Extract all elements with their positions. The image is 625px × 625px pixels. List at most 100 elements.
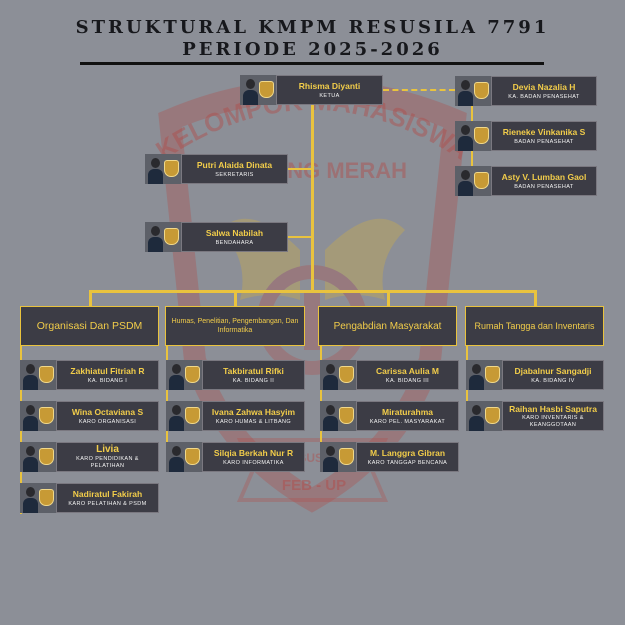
member-name: Ivana Zahwa Hasyim (211, 406, 296, 417)
division-header-1: Organisasi Dan PSDM (20, 306, 159, 346)
kmpm-logo-icon (185, 366, 200, 383)
member-name: Zakhiatul Fitriah R (70, 365, 145, 376)
member-photo (240, 75, 276, 105)
member-photo (20, 442, 56, 472)
member-photo (166, 401, 202, 431)
member-name: Rieneke Vinkanika S (502, 126, 586, 137)
member-name: Carissa Aulia M (376, 365, 439, 376)
member-role: BENDAHARA (215, 239, 254, 246)
member-photo (455, 166, 491, 196)
member-photo (20, 483, 56, 513)
member-role: KETUA (319, 92, 340, 99)
member-name: Putri Alaida Dinata (196, 159, 273, 170)
kmpm-logo-icon (485, 407, 500, 424)
kmpm-logo-icon (164, 228, 179, 245)
title-underline (80, 62, 544, 65)
kmpm-logo-icon (339, 366, 354, 383)
connector-bendahara (287, 236, 313, 238)
connector-division-3 (387, 290, 390, 306)
division-title: Organisasi Dan PSDM (36, 320, 143, 332)
member-photo (320, 401, 356, 431)
member-name: Miraturahma (381, 406, 433, 417)
emblem-banner-text: FEB - UP (282, 477, 346, 494)
emblem-wing-right (325, 218, 405, 300)
division-title: Rumah Tangga dan Inventaris (474, 320, 595, 331)
member-photo (20, 360, 56, 390)
member-role: BADAN PENASEHAT (514, 183, 574, 190)
division-title: Pengabdian Masyarakat (333, 320, 442, 332)
member-role: KA. BIDANG IV (531, 377, 575, 384)
member-name: Wina Octaviana S (71, 406, 144, 417)
member-role: SEKRETARIS (215, 171, 254, 178)
member-photo (455, 76, 491, 106)
kmpm-logo-icon (39, 366, 54, 383)
member-name: Asty V. Lumban Gaol (501, 171, 587, 182)
member-role: KA. BIDANG I (87, 377, 128, 384)
division-header-2: Humas, Penelitian, Pengembangan, Dan Inf… (165, 306, 305, 346)
member-name: Djabalnur Sangadji (514, 365, 592, 376)
connector-division-4 (534, 290, 537, 306)
member-name: Rhisma Diyanti (298, 80, 361, 91)
kmpm-logo-icon (339, 407, 354, 424)
division-title: Humas, Penelitian, Pengembangan, Dan Inf… (171, 318, 299, 334)
kmpm-logo-icon (474, 127, 489, 144)
member-photo (320, 360, 356, 390)
member-photo (166, 442, 202, 472)
kmpm-logo-icon (185, 407, 200, 424)
member-name: Salwa Nabilah (205, 227, 264, 238)
member-photo (466, 401, 502, 431)
member-photo (145, 154, 181, 184)
member-role: KARO INVENTARIS & KEANGGOTAAN (522, 414, 584, 428)
connector-division-1 (89, 290, 92, 306)
member-role: KA. BIDANG II (232, 377, 275, 384)
kmpm-logo-icon (485, 366, 500, 383)
member-name: Raihan Hasbi Saputra (509, 403, 597, 414)
member-role: BADAN PENASEHAT (514, 138, 574, 145)
kmpm-logo-icon (474, 82, 489, 99)
connector-trunk (311, 105, 314, 291)
member-name: Takbiratul Rifki (223, 365, 284, 376)
member-name: Nadiratul Fakirah (72, 488, 143, 499)
member-role: KA. BIDANG III (385, 377, 430, 384)
connector-division-2 (234, 290, 237, 306)
member-name: M. Langgra Gibran (369, 447, 446, 458)
member-photo (166, 360, 202, 390)
kmpm-logo-icon (39, 407, 54, 424)
member-photo (455, 121, 491, 151)
member-photo (20, 401, 56, 431)
kmpm-logo-icon (185, 448, 200, 465)
member-role: KARO HUMAS & LITBANG (215, 418, 292, 425)
kmpm-logo-icon (39, 448, 54, 465)
division-header-4: Rumah Tangga dan Inventaris (465, 306, 604, 346)
member-role: KARO ORGANISASI (78, 418, 137, 425)
connector-division-bar (90, 290, 536, 293)
member-role: KARO PENDIDIKAN & PELATIHAN (76, 455, 139, 469)
kmpm-logo-icon (474, 172, 489, 189)
chart-title: STRUKTURAL KMPM RESUSILA 7791 (75, 17, 550, 38)
kmpm-logo-icon (339, 448, 354, 465)
member-photo (145, 222, 181, 252)
division-header-3: Pengabdian Masyarakat (318, 306, 457, 346)
member-role: KARO PEL. MASYARAKAT (369, 418, 446, 425)
emblem-cross-v (304, 290, 320, 350)
kmpm-logo-icon (259, 81, 274, 98)
member-name: Silqia Berkah Nur R (213, 447, 294, 458)
member-photo (320, 442, 356, 472)
